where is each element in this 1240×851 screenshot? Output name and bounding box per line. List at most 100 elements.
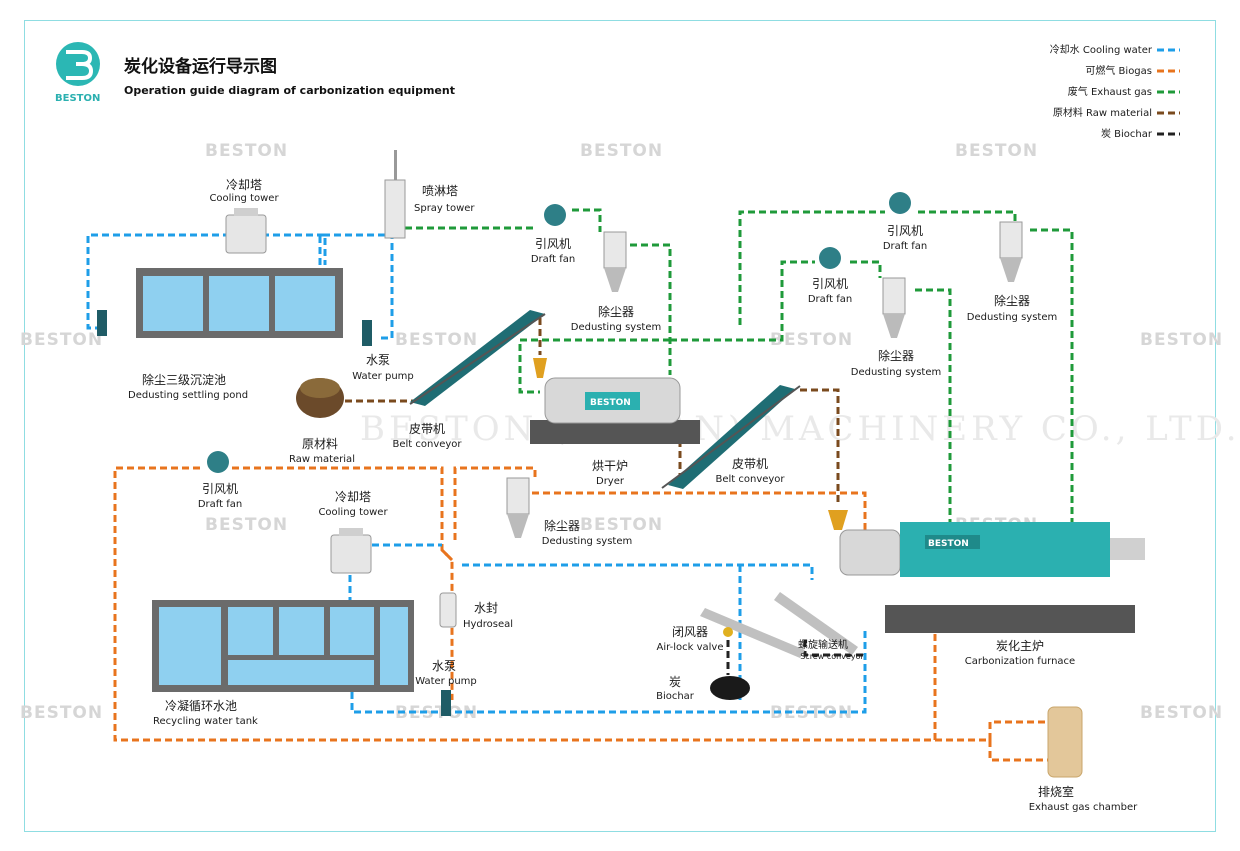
dryer: BESTON [530,358,700,444]
label-draft-fan-4-en: Draft fan [198,499,242,510]
page-title-cn: 炭化设备运行导示图 [124,56,277,77]
pipe-cooling-water [462,563,814,580]
pipes [86,208,1074,762]
cooling-tower-upper [225,208,267,254]
pipe-exhaust-gas [850,260,882,278]
label-recycling-tank-cn: 冷凝循环水池 [165,698,237,713]
belt-conveyor-2 [661,385,801,489]
settling-pond [136,268,343,338]
label-water-pump-2-cn: 水泵 [432,659,456,673]
pipe-cooling-water [86,233,230,330]
label-airlock-valve-cn: 闭风器 [672,625,708,639]
dedusting-system-1 [603,231,627,292]
legend-label-cooling-water: 冷却水 Cooling water [1050,43,1153,56]
pipe-biogas [935,720,1048,742]
label-biochar-en: Biochar [656,691,695,702]
watermark: BESTON [205,141,288,161]
label-cooling-tower-1-cn: 冷却塔 [226,178,262,192]
label-draft-fan-3-en: Draft fan [808,294,852,305]
watermark-company: BESTON (HENAN) MACHINERY CO., LTD. [360,409,1240,449]
pipe-exhaust-gas [572,208,602,232]
watermark: BESTON [20,330,103,350]
watermark: BESTON [580,141,663,161]
label-carbonization-furnace-en: Carbonization furnace [965,656,1075,667]
legend-label-raw-material: 原材料 Raw material [1053,106,1152,119]
pipe-cooling-water [350,692,440,714]
label-raw-material-en: Raw material [289,454,355,465]
label-settling-pond-en: Dedusting settling pond [128,390,248,401]
raw-material-pile [296,378,344,418]
dedusting-system-4 [506,477,530,538]
legend: 冷却水 Cooling water 可燃气 Biogas 废气 Exhaust … [1050,43,1180,140]
exhaust-gas-chamber [1047,706,1083,778]
watermark: BESTON [1140,330,1223,350]
label-screw-conveyor-cn: 螺旋输送机 [798,638,848,651]
cooling-tower-lower [330,528,372,574]
header: BESTON 炭化设备运行导示图 Operation guide diagram… [55,42,455,104]
label-exhaust-chamber-cn: 排烧室 [1038,784,1074,799]
label-draft-fan-2-en: Draft fan [883,241,927,252]
logo-text: BESTON [55,93,100,104]
label-dedusting-2-cn: 除尘器 [994,293,1030,308]
label-raw-material-cn: 原材料 [302,437,338,451]
label-draft-fan-1-cn: 引风机 [535,237,571,251]
label-cooling-tower-2-cn: 冷却塔 [335,490,371,504]
hydroseal-tank [439,592,457,628]
belt-conveyor-1 [409,310,546,406]
watermark: BESTON [955,141,1038,161]
pipe-cooling-water [455,630,867,714]
watermark: BESTON [580,515,663,535]
pipe-exhaust-gas [518,338,670,394]
beston-logo: BESTON [55,42,100,104]
labels: 冷却塔 Cooling tower 喷淋塔 Spray tower 引风机 Dr… [128,178,1138,813]
furnace-brand-text: BESTON [928,539,969,549]
label-dryer-cn: 烘干炉 [592,459,628,473]
label-belt-conveyor-1-en: Belt conveyor [392,439,462,450]
airlock-valve [700,608,805,658]
water-pump-upper [97,310,107,336]
watermark: BESTON [20,703,103,723]
pipe-exhaust-gas [918,210,1017,224]
pipe-exhaust-gas [738,210,885,325]
dedusting-system-3 [882,277,906,338]
label-spray-tower-en: Spray tower [414,203,475,214]
water-pump-lower [441,690,451,716]
biochar-pile [710,676,750,700]
spray-tower [384,150,406,239]
label-dedusting-1-cn: 除尘器 [598,304,634,319]
pipe-raw-material [800,388,840,505]
pipe-biogas [988,740,1048,762]
label-biochar-cn: 炭 [669,675,681,689]
pipe-exhaust-gas [670,260,815,342]
page-title-en: Operation guide diagram of carbonization… [124,84,455,97]
draft-fan-1 [544,204,566,226]
label-dedusting-4-en: Dedusting system [542,536,632,547]
label-draft-fan-1-en: Draft fan [531,254,575,265]
label-water-pump-1-cn: 水泵 [366,353,390,367]
pipe-exhaust-gas [1030,228,1074,522]
draft-fan-2 [889,192,911,214]
pipe-biogas [440,548,454,562]
label-airlock-valve-en: Air-lock valve [657,642,724,653]
label-dedusting-4-cn: 除尘器 [544,518,580,533]
label-dedusting-2-en: Dedusting system [967,312,1057,323]
carbonization-furnace: BESTON [828,510,1145,633]
pipe-biogas [453,466,537,540]
label-water-pump-1-en: Water pump [352,371,414,382]
label-draft-fan-2-cn: 引风机 [887,224,923,238]
label-screw-conveyor-en: Screw conveyor [800,652,864,661]
label-recycling-tank-en: Recycling water tank [153,716,258,727]
dryer-brand-text: BESTON [590,398,631,408]
legend-label-biochar: 炭 Biochar [1101,128,1153,140]
label-cooling-tower-2-en: Cooling tower [318,507,388,518]
label-belt-conveyor-2-cn: 皮带机 [732,457,768,471]
screw-conveyor [774,592,858,655]
label-dedusting-3-cn: 除尘器 [878,348,914,363]
label-settling-pond-cn: 除尘三级沉淀池 [142,372,226,387]
label-belt-conveyor-1-cn: 皮带机 [409,422,445,436]
label-belt-conveyor-2-en: Belt conveyor [715,474,785,485]
pipe-biogas [532,491,867,530]
label-spray-tower-cn: 喷淋塔 [422,184,458,198]
recycling-water-tank [152,600,414,692]
label-draft-fan-3-cn: 引风机 [812,277,848,291]
